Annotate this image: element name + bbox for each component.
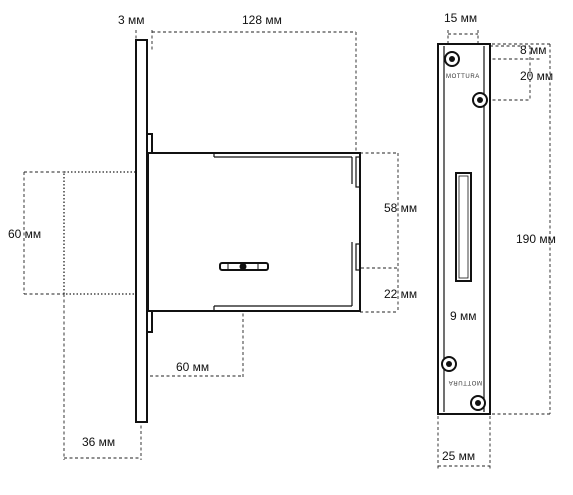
label-hole-spacing: 20 мм <box>520 69 553 83</box>
screw-hole-icon <box>444 51 460 67</box>
label-strike-hole-offset: 15 мм <box>444 11 477 25</box>
label-cylinder-height: 60 мм <box>8 227 41 241</box>
dimension-lines-right <box>437 30 552 470</box>
lock-case <box>147 152 361 312</box>
engraving-bottom: MOTTURA <box>448 379 482 385</box>
screw-hole-icon <box>472 92 488 108</box>
label-lock-height: 58 мм <box>384 201 417 215</box>
label-faceplate-thickness: 3 мм <box>118 13 145 27</box>
screw-hole-icon <box>441 356 457 372</box>
label-strike-width: 25 мм <box>442 449 475 463</box>
label-key-offset: 22 мм <box>384 287 417 301</box>
label-body-length: 128 мм <box>242 13 282 27</box>
label-projection: 36 мм <box>82 435 115 449</box>
label-strike-length: 190 мм <box>516 232 556 246</box>
label-backset: 60 мм <box>176 360 209 374</box>
cylinder-outline <box>63 171 137 295</box>
label-top-hole-offset: 8 мм <box>520 43 547 57</box>
label-slot-width: 9 мм <box>450 309 477 323</box>
key-spindle <box>219 262 269 271</box>
engraving-top: MOTTURA <box>446 74 480 80</box>
screw-hole-icon <box>470 395 486 411</box>
